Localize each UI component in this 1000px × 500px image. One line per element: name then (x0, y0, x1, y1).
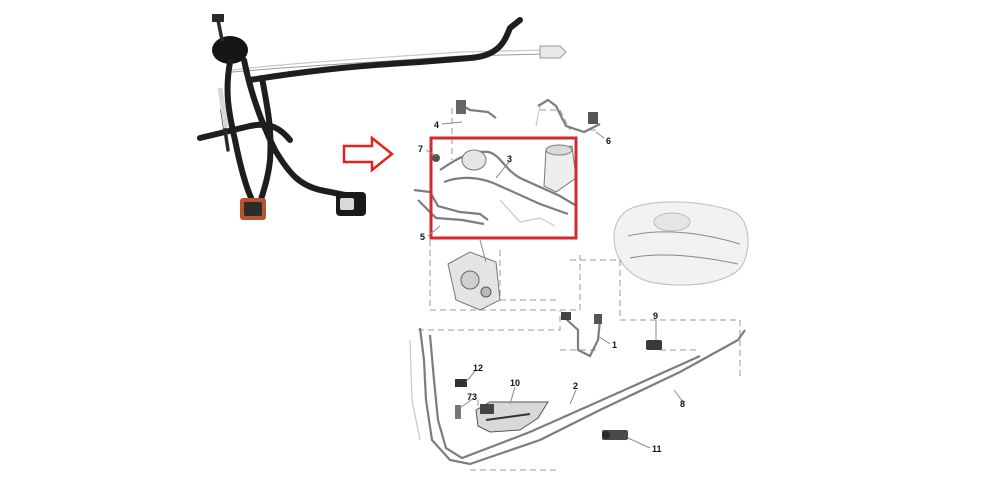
exploded-diagram (409, 98, 749, 471)
part-73-icon (455, 405, 461, 419)
pointer-arrow-icon (342, 135, 395, 173)
callout-9: 9 (653, 311, 658, 321)
clip-icon (561, 312, 571, 320)
callout-4: 4 (434, 120, 439, 130)
pump-module (447, 239, 501, 311)
hose-end-cap (212, 14, 224, 22)
bracket-4-icon (456, 100, 466, 114)
callout-8: 8 (680, 399, 685, 409)
fuel-tank (613, 201, 749, 286)
callout-73: 73 (467, 392, 477, 402)
callout-2: 2 (573, 381, 578, 391)
quick-connector-icon (539, 45, 567, 59)
hose-harness-photo (197, 14, 567, 220)
callout-10: 10 (510, 378, 520, 388)
callout-11: 11 (652, 444, 662, 454)
callout-6: 6 (606, 136, 611, 146)
callout-7: 7 (418, 144, 423, 154)
clip-12-icon (455, 379, 467, 387)
highlight-box (429, 136, 578, 240)
bracket-10 (475, 401, 549, 433)
callout-1: 1 (612, 340, 617, 350)
callout-5: 5 (420, 232, 425, 242)
pipe-assembly-3 (413, 144, 577, 227)
connector-9-icon (646, 340, 662, 350)
callout-3: 3 (507, 154, 512, 164)
callout-12: 12 (473, 363, 483, 373)
